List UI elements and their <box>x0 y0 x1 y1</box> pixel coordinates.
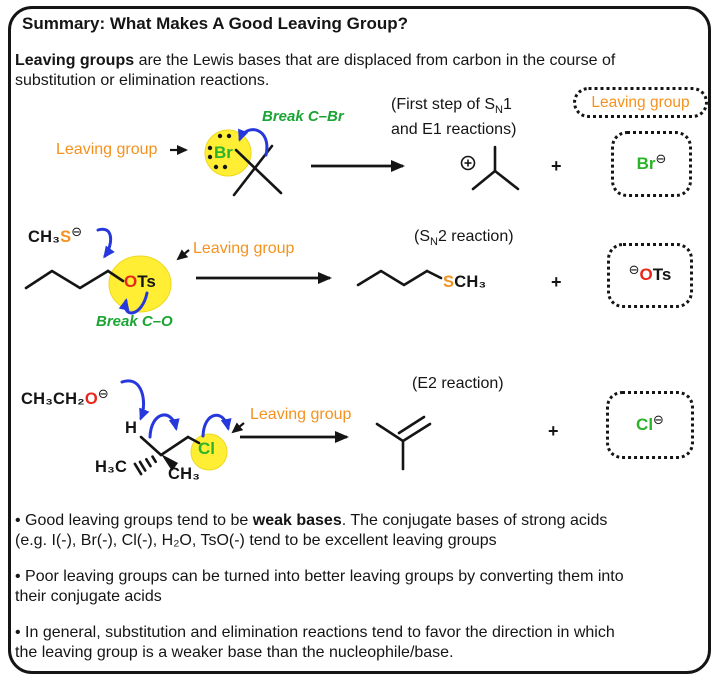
minus-charge: ⊖ <box>71 224 83 239</box>
wedge-bond <box>161 454 178 471</box>
product-chain <box>356 269 429 287</box>
cation-bond <box>471 169 497 191</box>
curved-arrow-break-co <box>118 291 149 315</box>
c-cl-bond <box>186 435 201 445</box>
alkene-bond <box>375 422 405 443</box>
minus-charge: ⊖ <box>97 386 109 401</box>
bullet-1: • Good leaving groups tend to be weak ba… <box>15 511 607 550</box>
break-cbr-label: Break C–Br <box>262 108 344 125</box>
leaving-group-legend-box: Leaving group <box>573 87 708 118</box>
intro-line2: substitution or elimination reactions. <box>15 71 270 89</box>
curved-arrow-form-pi <box>148 413 180 439</box>
lone-pair-dot <box>222 164 228 170</box>
curved-arrow-break-ccl <box>201 413 232 438</box>
leaving-group-label-2: Leaving group <box>193 240 295 257</box>
thiolate-formula: CH₃S⊖ <box>28 224 83 246</box>
beta-hydrogen: H <box>125 419 138 437</box>
condition-label-2: (SN2 reaction) <box>414 228 514 249</box>
intro-rest: are the Lewis bases that are displaced f… <box>134 52 616 69</box>
card-border <box>8 6 711 674</box>
bullet-2-line2: their conjugate acids <box>15 587 162 605</box>
tosylate-group: OTs <box>124 272 156 291</box>
reaction2-structures <box>24 227 443 315</box>
minus-charge: ⊖ <box>655 151 667 166</box>
lone-pair-dot <box>207 145 213 151</box>
thioether-product: SCH₃ <box>443 273 487 291</box>
bromide-product-box: Br⊖ <box>611 131 692 197</box>
bullet-3: • In general, substitution and eliminati… <box>15 623 615 662</box>
legend-label: Leaving group <box>591 94 690 111</box>
lone-pair-dot <box>226 133 232 139</box>
hash-bond <box>133 462 143 476</box>
tosylate-product-box: ⊖OTs <box>607 243 693 308</box>
chlorine-atom: Cl <box>198 439 215 458</box>
plus-sign-2: + <box>551 272 562 292</box>
bullet-2: • Poor leaving groups can be turned into… <box>15 567 624 606</box>
minus-charge: ⊖ <box>653 412 664 427</box>
hash-bond <box>145 457 152 468</box>
plus-sign-3: + <box>548 421 559 441</box>
c-h-bond <box>139 435 163 457</box>
reaction1-structures <box>170 128 520 197</box>
curved-arrow-deprotonation <box>120 379 150 421</box>
butyl-chain <box>24 269 110 290</box>
label-pointer-arrow-2 <box>176 249 190 261</box>
bullet-1-line1: • Good leaving groups tend to be weak ba… <box>15 512 608 529</box>
methyl-left: H₃C <box>95 458 128 476</box>
intro-text: Leaving groups are the Lewis bases that … <box>15 51 615 90</box>
hash-bond <box>151 455 157 464</box>
break-co-label: Break C–O <box>96 313 173 330</box>
leaving-group-label-3: Leaving group <box>250 406 352 423</box>
hash-bond <box>138 460 147 472</box>
condition-label-3: (E2 reaction) <box>412 375 504 392</box>
cation-bond <box>493 169 520 191</box>
bullet-3-line2: the leaving group is a weaker base than … <box>15 643 454 661</box>
intro-bold: Leaving groups <box>15 52 135 69</box>
intro-line1: Leaving groups are the Lewis bases that … <box>15 51 615 71</box>
leaving-group-label-1: Leaving group <box>56 141 158 158</box>
bullet-2-line1: • Poor leaving groups can be turned into… <box>15 568 624 585</box>
condition-1-line2: and E1 reactions) <box>391 121 517 139</box>
alkene-double-bond <box>397 415 426 435</box>
lone-pair-dot <box>207 154 213 160</box>
c-c-bond <box>159 435 190 457</box>
curved-arrow-break-cbr <box>238 128 269 157</box>
c-s-bond <box>425 269 443 280</box>
lone-pair-dot <box>217 133 223 139</box>
plus-sign-1: + <box>551 156 562 176</box>
ethoxide-formula: CH₃CH₂O⊖ <box>21 386 109 408</box>
condition-label-1: (First step of SN1 and E1 reactions) <box>391 95 516 139</box>
bullet-3-line1: • In general, substitution and eliminati… <box>15 624 615 641</box>
bromine-atom: Br <box>214 143 233 162</box>
tbutyl-bond <box>234 148 283 195</box>
bullet-1-line2: (e.g. I(-), Br(-), Cl(-), H₂O, TsO(-) te… <box>15 531 497 549</box>
highlight-tosylate <box>108 255 172 313</box>
label-pointer-arrow-3 <box>231 422 245 434</box>
chloride-product-box: Cl⊖ <box>606 391 694 459</box>
curved-arrow-attack <box>96 227 115 259</box>
methyl-right: CH₃ <box>168 465 201 483</box>
c-o-bond <box>106 269 125 283</box>
alkene-double-bond <box>401 422 432 443</box>
lone-pair-dot <box>213 164 219 170</box>
condition-1-line1: (First step of SN1 <box>391 96 512 117</box>
page-title: Summary: What Makes A Good Leaving Group… <box>22 14 409 33</box>
minus-charge: ⊖ <box>628 262 640 277</box>
reaction3-structures <box>120 379 432 476</box>
